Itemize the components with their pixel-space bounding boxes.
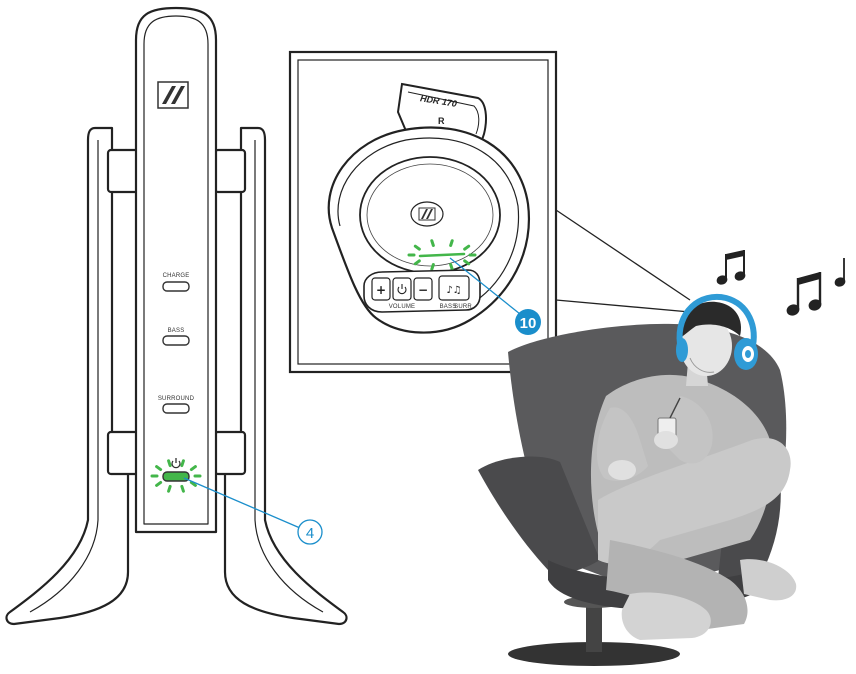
led-ray: [180, 484, 185, 493]
left-lower-clamp: [106, 430, 140, 476]
volume-up-button[interactable]: [371, 277, 391, 301]
power-button-led[interactable]: [162, 471, 190, 482]
person-face-line: [689, 357, 715, 373]
listener-scene: [478, 293, 797, 666]
led-ray: [180, 459, 185, 468]
person-hair: [679, 301, 741, 338]
callout-10-number: 10: [520, 315, 537, 332]
callout-4-number: 4: [306, 525, 314, 542]
transmitter-body-inner: [143, 15, 209, 525]
volume-down-button[interactable]: [413, 277, 433, 301]
zoom-line-top: [555, 209, 691, 301]
bass-button[interactable]: [162, 335, 190, 346]
led-ray: [430, 239, 435, 247]
zoom-line-bottom: [555, 299, 691, 313]
led-ray: [430, 263, 435, 271]
worn-headband: [676, 293, 757, 353]
bass-label: BASS: [440, 304, 457, 310]
led-ray: [463, 259, 471, 266]
person-leg-lower: [606, 540, 748, 630]
callout-4-circle: [297, 519, 323, 545]
surround-button[interactable]: [162, 403, 190, 414]
transmitter-body: [134, 6, 218, 534]
callout-10: 10: [449, 257, 541, 335]
left-upper-clamp: [106, 148, 140, 194]
surround-button-group: SURROUND: [158, 396, 195, 414]
chair-base: [508, 642, 680, 666]
right-support-arm-inner: [254, 140, 324, 613]
led-ray: [167, 459, 172, 468]
ear-cup-disc-inner: [366, 163, 494, 267]
music-note-icon: [716, 250, 746, 285]
led-blink-icon: [150, 459, 202, 493]
chair-left-wing: [478, 456, 600, 573]
person-foot-2: [740, 559, 797, 601]
bass-button-group: BASS: [162, 328, 190, 346]
person-foot: [621, 592, 711, 640]
power-led-group: [150, 458, 202, 493]
power-icon: [171, 458, 181, 469]
music-note-icon: [786, 272, 822, 316]
led-ray: [155, 465, 163, 472]
led-ray: [189, 480, 197, 487]
transmitter-buttons: CHARGE BASS SURROUND: [158, 273, 195, 414]
worn-ear-cup-core: [745, 350, 751, 358]
led-ray: [449, 239, 454, 247]
bass-surround-button[interactable]: [438, 275, 470, 301]
left-support-arm: [5, 126, 130, 626]
headphone-led: [418, 252, 466, 258]
person-leg-upper: [598, 438, 791, 564]
worn-ear-cup-left: [676, 338, 688, 362]
volume-label: VOLUME: [389, 304, 416, 310]
surround-label: SURR.: [454, 304, 474, 310]
person-left-hand: [608, 460, 636, 480]
bass-surround-icon: ♪♫: [446, 285, 461, 296]
right-upper-clamp: [213, 148, 247, 194]
charge-label: CHARGE: [163, 273, 190, 279]
headphone-control-bar: + − ♪♫ VOLUME BASS SURR.: [363, 269, 481, 313]
minus-icon: −: [418, 283, 428, 297]
music-note-icon: [834, 258, 846, 287]
led-ray: [189, 465, 197, 472]
led-ray: [413, 259, 421, 266]
charge-button-group: CHARGE: [162, 273, 190, 292]
person-left-arm: [596, 407, 648, 481]
sennheiser-logo-icon: [410, 201, 444, 227]
callout-10-leader: [449, 257, 521, 315]
sennheiser-logo-icon: [157, 81, 189, 109]
led-ray: [413, 244, 421, 251]
worn-headphones: [676, 293, 758, 370]
chair-stem: [586, 600, 602, 652]
led-ray: [167, 484, 172, 493]
right-lower-clamp: [213, 430, 247, 476]
bass-label: BASS: [168, 328, 185, 334]
ear-cup-rim: [337, 137, 520, 307]
person-head: [680, 316, 732, 376]
headphone-detail-panel: HDR 170 R + −: [288, 50, 691, 374]
surround-label: SURROUND: [158, 396, 195, 402]
person-right-hand: [654, 431, 678, 449]
transmitter: [5, 6, 348, 626]
plus-icon: +: [376, 283, 386, 297]
power-icon: [397, 284, 407, 295]
music-notes: [716, 250, 846, 316]
headband-inner: [407, 91, 480, 135]
callout-4-leader: [183, 477, 301, 529]
led-blink-icon: [407, 239, 477, 271]
callout-4: 4: [183, 477, 323, 545]
left-support-arm-inner: [29, 140, 99, 613]
side-marker: R: [438, 116, 445, 126]
callout-10-circle: [515, 309, 541, 335]
charge-button[interactable]: [162, 281, 190, 292]
led-ray: [155, 480, 163, 487]
led-ray: [449, 263, 454, 271]
led-ray: [463, 244, 471, 251]
